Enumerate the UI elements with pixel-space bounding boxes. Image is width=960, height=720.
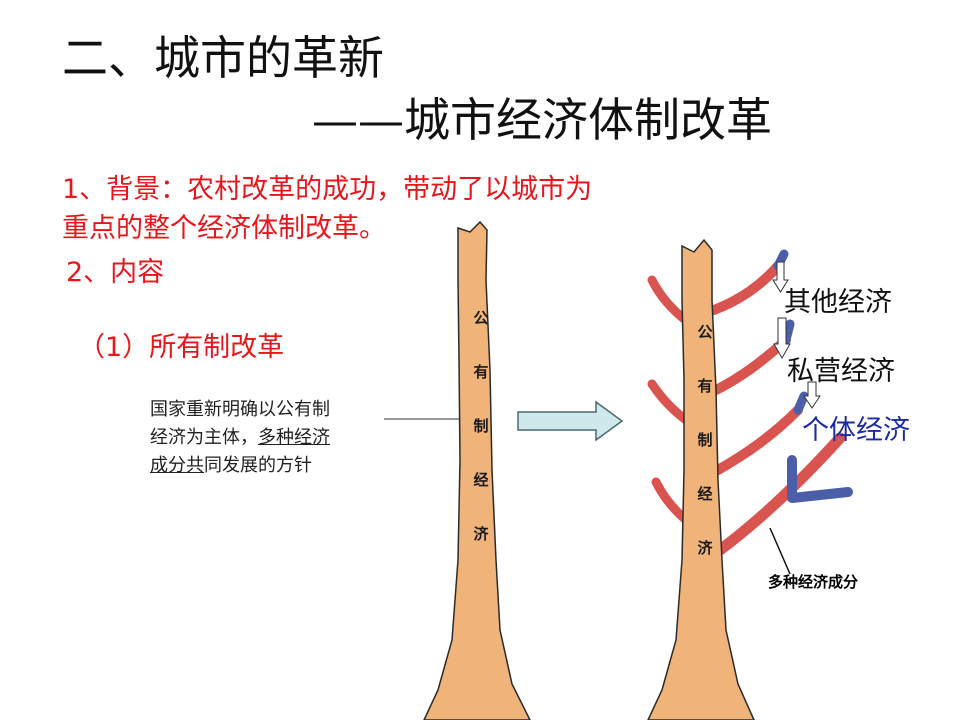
policy-line3-underlined: 成分共 [150,455,204,476]
left-trunk-char: 公 [473,309,489,327]
right-trunk-char: 公 [697,323,713,341]
right-trunk-char: 制 [697,431,713,449]
background-text-line1: 1、背景：农村改革的成功，带动了以城市为 [62,174,593,205]
blue-branch-3 [793,391,809,415]
policy-line1: 国家重新明确以公有制 [150,399,330,420]
red-branch-left-3 [651,477,691,525]
blue-branch-2 [781,319,795,345]
label-other-economy: 其他经济 [784,287,892,318]
left-trunk-char: 有 [473,363,489,381]
policy-line3-plain: 同发展的方针 [204,455,312,476]
policy-line3: 成分共同发展的方针 [150,452,410,480]
right-trunk-char: 济 [697,539,713,557]
right-trunk-char: 经 [697,485,713,503]
content-heading: 2、内容 [66,257,165,288]
left-trunk-char: 制 [473,417,489,435]
policy-text: 国家重新明确以公有制 经济为主体，多种经济 成分共同发展的方针 [150,396,410,480]
red-branch-right-3 [713,405,803,475]
left-trunk-label: 公 有 制 经 济 [469,306,493,576]
red-branch-right-4 [714,432,846,556]
left-trunk [423,220,531,720]
transform-arrow [517,400,624,442]
slide-subtitle: ——城市经济体制改革 [312,93,772,147]
label-individual-economy: 个体经济 [802,415,910,446]
policy-line2-plain: 经济为主体， [150,427,258,448]
blue-branch-4 [787,455,853,503]
red-branch-left-2 [647,379,691,425]
left-trunk-char: 济 [473,525,489,543]
policy-line2-underlined: 多种经济 [258,427,330,448]
down-arrow-icon-3 [803,381,821,409]
left-trunk-char: 经 [473,471,489,489]
slide-title: 二、城市的革新 [62,31,384,85]
right-trunk [647,238,755,720]
background-text-line2: 重点的整个经济体制改革。 [62,213,386,244]
ownership-reform-heading: （1）所有制改革 [78,332,285,363]
right-trunk-char: 有 [697,377,713,395]
down-arrow-icon-1 [772,261,789,293]
mixed-label-pointer [769,527,791,575]
policy-line2: 经济为主体，多种经济 [150,424,410,452]
right-trunk-label: 公 有 制 经 济 [693,320,717,590]
red-branch-right-1 [709,261,783,315]
label-mixed-ownership: 多种经济成分 [768,573,859,591]
label-private-economy: 私营经济 [787,356,895,387]
down-arrow-icon-2 [773,317,791,360]
